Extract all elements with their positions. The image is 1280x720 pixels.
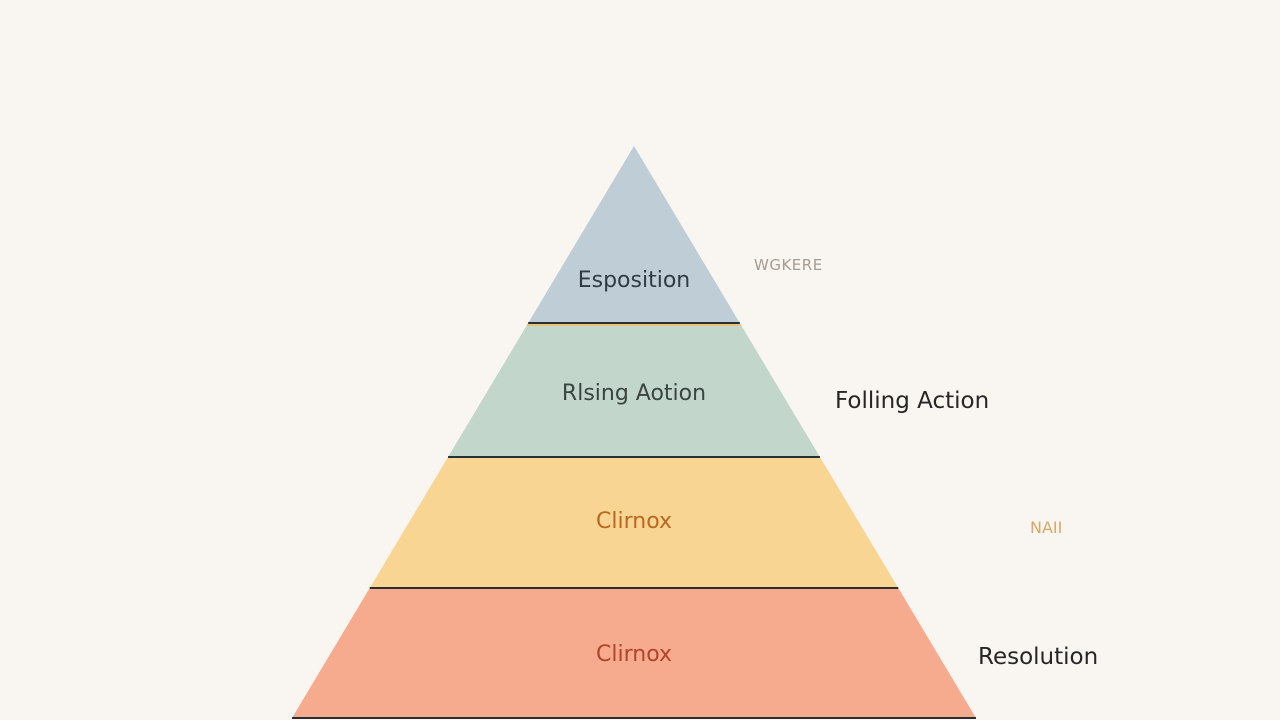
pyramid-layer-exposition: [528, 146, 740, 323]
side-label-faint-middle: NAII: [1030, 518, 1063, 537]
side-label-falling-action: Folling Action: [835, 388, 990, 414]
side-label-resolution: Resolution: [978, 644, 1099, 670]
pyramid-layer-labels: Esposition Rlsing Aotion Clirnox Clirnox: [562, 268, 706, 667]
layer-label-rising-action: Rlsing Aotion: [562, 381, 706, 406]
side-label-faint-top: WGKERE: [754, 256, 823, 274]
pyramid-layer-climax-upper: [369, 457, 899, 588]
pyramid-layer-rising-action: [448, 323, 820, 457]
layer-label-climax-lower: Clirnox: [596, 642, 672, 667]
pyramid-layers: [292, 146, 976, 718]
layer-label-climax-upper: Clirnox: [596, 509, 672, 534]
pyramid-dividers: [292, 322, 976, 719]
pyramid-layer-climax-lower: [292, 588, 976, 718]
layer-label-exposition: Esposition: [578, 268, 691, 293]
